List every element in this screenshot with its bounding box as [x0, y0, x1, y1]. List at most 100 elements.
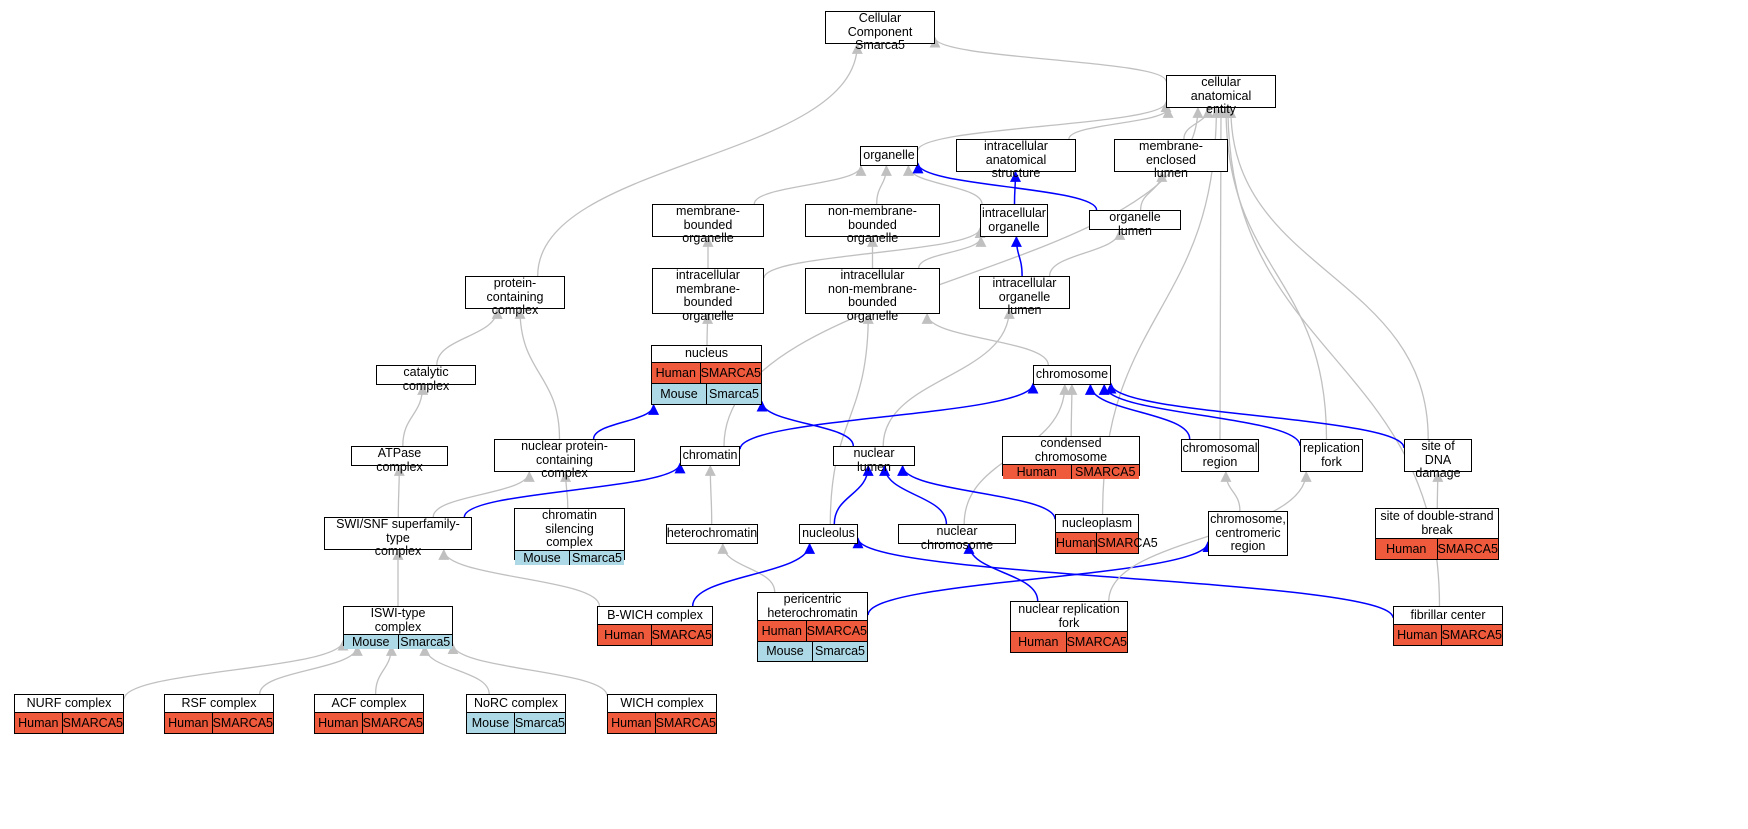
node-label: intracellular organelle lumen: [992, 276, 1057, 317]
node-label: SWI/SNF superfamily-type complex: [336, 517, 460, 558]
node-label: ATPase complex: [376, 446, 423, 474]
node-chromosome[interactable]: chromosome: [1033, 365, 1111, 385]
node-cc[interactable]: Cellular Component Smarca5: [825, 11, 935, 52]
edge-bwich-to-swisnf: [438, 548, 601, 607]
node-label: Cellular Component Smarca5: [847, 11, 913, 52]
node-catc[interactable]: catalytic complex: [376, 365, 476, 392]
node-io[interactable]: intracellular organelle: [980, 204, 1048, 237]
species-name: Human: [168, 716, 209, 730]
species-name: Mouse: [523, 550, 561, 565]
node-iol[interactable]: intracellular organelle lumen: [979, 276, 1070, 317]
gene-symbol: SMARCA5: [805, 621, 867, 641]
node-label: nuclear replication fork: [1018, 602, 1120, 630]
species-name: Mouse: [351, 635, 390, 649]
node-label: cellular anatomical entity: [1190, 75, 1252, 116]
node-label: chromosomal region: [1182, 441, 1258, 469]
node-label: B-WICH complex: [607, 607, 703, 622]
node-label: chromatin silencing complex: [542, 508, 597, 549]
node-nucleolus[interactable]: nucleolus: [799, 524, 858, 544]
node-mel[interactable]: membrane-enclosed lumen: [1114, 139, 1228, 180]
edge-chromreg-to-chromosome: [1084, 383, 1191, 440]
node-chromatin[interactable]: chromatin: [680, 446, 740, 466]
node-label: membrane-enclosed lumen: [1139, 139, 1203, 180]
edge-io-to-organelle: [902, 164, 983, 205]
species-name: Human: [1056, 536, 1097, 550]
node-atpase[interactable]: ATPase complex: [351, 446, 448, 473]
node-swisnf[interactable]: SWI/SNF superfamily-type complex: [324, 517, 472, 558]
node-cae[interactable]: cellular anatomical entity: [1166, 75, 1276, 116]
edge-iol-to-io: [1010, 235, 1023, 277]
node-label: intracellular membrane-bounded organelle: [676, 268, 740, 323]
node-dnadmg[interactable]: site of DNA damage: [1404, 439, 1472, 480]
node-pcc[interactable]: protein-containing complex: [465, 276, 565, 317]
species-name: Mouse: [766, 644, 804, 659]
node-repfork[interactable]: replication fork: [1300, 439, 1363, 472]
node-label: NoRC complex: [473, 695, 559, 710]
node-nchrom[interactable]: nuclear chromosome: [898, 524, 1016, 551]
node-inmbo[interactable]: intracellular non-membrane-bounded organ…: [805, 268, 940, 322]
edge-swisnf-to-atpase: [393, 464, 405, 518]
edge-iol-to-ol: [1048, 228, 1126, 277]
node-mbo[interactable]: membrane-bounded organelle: [652, 204, 764, 245]
node-nmbo[interactable]: non-membrane-bounded organelle: [805, 204, 940, 245]
species-name: Human: [611, 716, 652, 730]
species-name: Human: [604, 628, 645, 642]
edge-pericent-to-hetero: [717, 542, 776, 593]
species-row-mouse: Mouse Smarca5: [758, 640, 867, 661]
edge-bwich-to-nucleolus: [691, 542, 816, 607]
node-label: site of DNA damage: [1415, 439, 1461, 480]
gene-symbol: SMARCA5: [1096, 533, 1158, 553]
edge-norc-to-iswi: [419, 644, 490, 695]
edge-wich-to-iswi: [447, 643, 608, 696]
edge-nurf-to-iswi: [123, 639, 349, 700]
node-ias[interactable]: intracellular anatomical structure: [956, 139, 1076, 180]
node-label: chromosome: [1035, 367, 1109, 382]
node-label: membrane-bounded organelle: [676, 204, 740, 245]
node-imbo[interactable]: intracellular membrane-bounded organelle: [652, 268, 764, 322]
species-name: Human: [1018, 635, 1059, 649]
edge-ol-to-organelle: [912, 162, 1098, 211]
node-label: protein-containing complex: [486, 276, 544, 317]
node-label: intracellular non-membrane-bounded organ…: [828, 268, 917, 323]
edge-centro-to-chromreg: [1220, 470, 1241, 512]
edge-atpase-to-catc: [402, 383, 429, 447]
node-nlumen[interactable]: nuclear lumen: [833, 446, 915, 473]
node-centro[interactable]: chromosome, centromeric region: [1208, 511, 1288, 556]
edge-rsf-to-iswi: [259, 644, 363, 695]
edge-inmbo-to-io: [918, 235, 987, 269]
edge-swisnf-to-chromatin: [463, 462, 686, 518]
node-hetero[interactable]: heterochromatin: [666, 524, 758, 544]
edge-dnadmg-to-chromosome: [1105, 382, 1405, 449]
gene-symbol: SMARCA5: [1436, 539, 1499, 559]
node-chromreg[interactable]: chromosomal region: [1181, 439, 1259, 472]
gene-symbol: Smarca5: [812, 641, 867, 661]
edge-chromosome-to-inmbo: [921, 312, 1049, 366]
node-ol[interactable]: organelle lumen: [1089, 210, 1181, 237]
node-npcc[interactable]: nuclear protein-containing complex: [494, 439, 635, 480]
edge-nucleus-to-imbo: [702, 312, 714, 346]
species-name: Human: [761, 623, 802, 638]
node-organelle[interactable]: organelle: [860, 146, 918, 166]
node-label: condensed chromosome: [1034, 436, 1108, 464]
edge-nlumen-to-iol: [882, 307, 1015, 447]
